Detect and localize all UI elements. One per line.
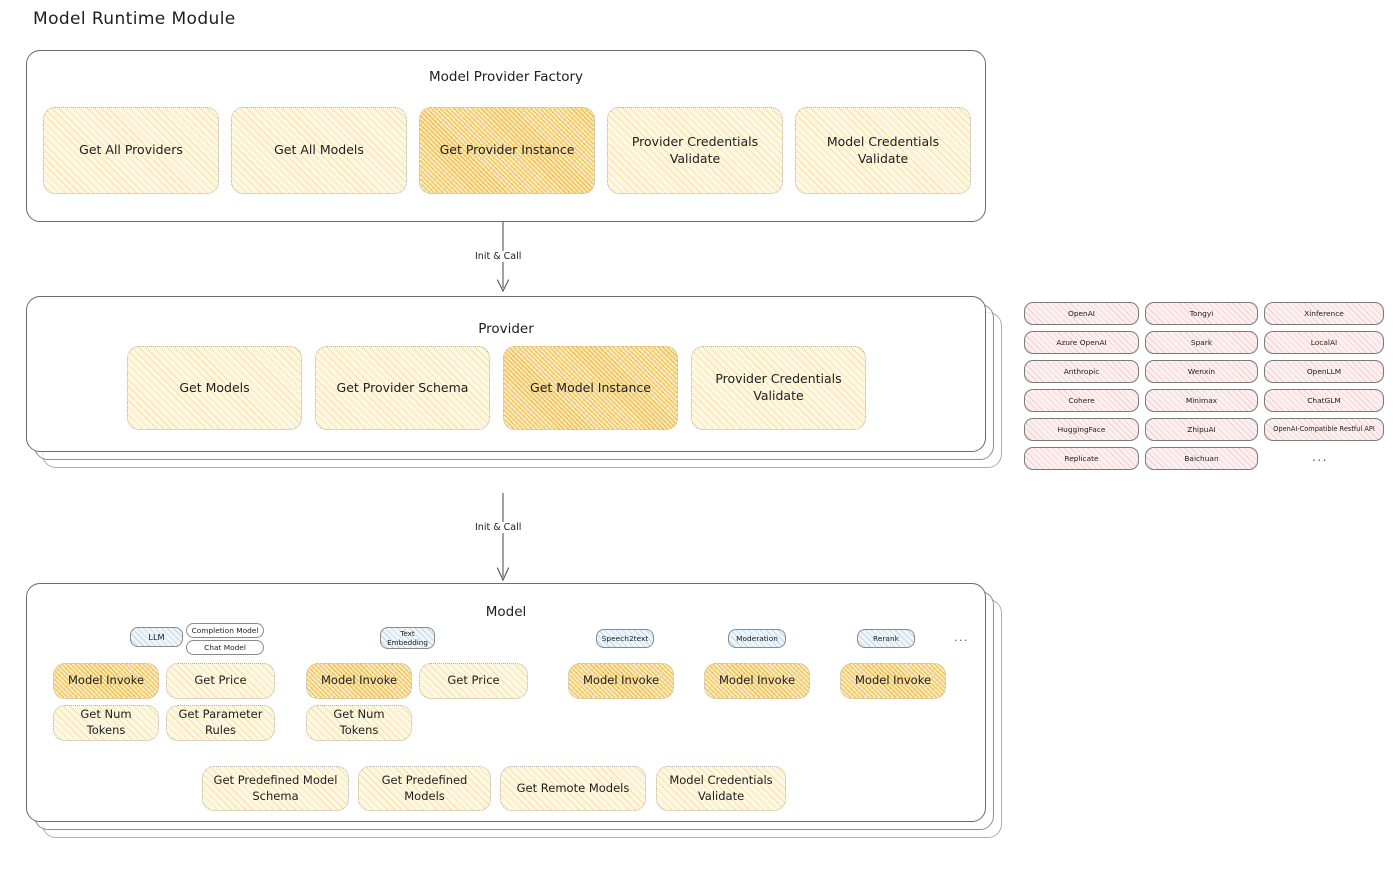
provider-node-get-models[interactable]: Get Models <box>127 346 302 430</box>
provider-list-more: ... <box>1312 450 1328 464</box>
model-method-rerank-model-invoke[interactable]: Model Invoke <box>840 663 946 699</box>
model-title: Model <box>485 604 527 620</box>
provider-chip-spark[interactable]: Spark <box>1145 331 1258 354</box>
provider-chip-openllm[interactable]: OpenLLM <box>1264 360 1384 383</box>
model-type-chip-text-embedding[interactable]: Text Embedding <box>380 627 435 649</box>
model-method-speech2text-model-invoke[interactable]: Model Invoke <box>568 663 674 699</box>
provider-section: Provider Get Models Get Provider Schema … <box>26 296 1011 481</box>
model-types-more: ... <box>954 631 969 644</box>
provider-chip-xinference[interactable]: Xinference <box>1264 302 1384 325</box>
provider-chip-replicate[interactable]: Replicate <box>1024 447 1139 470</box>
provider-chip-cohere[interactable]: Cohere <box>1024 389 1139 412</box>
provider-chip-azure-openai[interactable]: Azure OpenAI <box>1024 331 1139 354</box>
model-method-llm-model-invoke[interactable]: Model Invoke <box>53 663 159 699</box>
factory-node-get-provider-instance[interactable]: Get Provider Instance <box>419 107 595 194</box>
page-title: Model Runtime Module <box>33 9 236 29</box>
provider-chip-openai-compatible-restful-api[interactable]: OpenAI-Compatible Restful API <box>1264 418 1384 441</box>
model-method-text-embedding-get-price[interactable]: Get Price <box>419 663 528 699</box>
model-common-method-get-predefined-models[interactable]: Get Predefined Models <box>358 766 491 811</box>
factory-title: Model Provider Factory <box>428 69 583 85</box>
provider-title: Provider <box>478 321 534 337</box>
factory-node-get-all-providers[interactable]: Get All Providers <box>43 107 219 194</box>
model-method-llm-get-parameter-rules[interactable]: Get Parameter Rules <box>166 705 275 741</box>
arrow-provider-to-model <box>488 493 518 585</box>
provider-node-get-model-instance[interactable]: Get Model Instance <box>503 346 678 430</box>
model-common-method-get-predefined-model-schema[interactable]: Get Predefined Model Schema <box>202 766 349 811</box>
factory-node-model-credentials-validate[interactable]: Model Credentials Validate <box>795 107 971 194</box>
provider-node-provider-credentials-validate[interactable]: Provider Credentials Validate <box>691 346 866 430</box>
provider-chip-zhipuai[interactable]: ZhipuAI <box>1145 418 1258 441</box>
provider-chip-tongyi[interactable]: Tongyi <box>1145 302 1258 325</box>
model-method-text-embedding-model-invoke[interactable]: Model Invoke <box>306 663 412 699</box>
model-subtype-chip-chat-model[interactable]: Chat Model <box>186 640 264 655</box>
model-method-text-embedding-get-num-tokens[interactable]: Get Num Tokens <box>306 705 412 741</box>
provider-chip-anthropic[interactable]: Anthropic <box>1024 360 1139 383</box>
provider-chip-wenxin[interactable]: Wenxin <box>1145 360 1258 383</box>
provider-chip-chatglm[interactable]: ChatGLM <box>1264 389 1384 412</box>
provider-chip-huggingface[interactable]: HuggingFace <box>1024 418 1139 441</box>
factory-node-get-all-models[interactable]: Get All Models <box>231 107 407 194</box>
model-provider-factory-section: Model Provider Factory Get All Providers… <box>26 50 986 222</box>
model-method-llm-get-num-tokens[interactable]: Get Num Tokens <box>53 705 159 741</box>
model-type-chip-speech2text[interactable]: Speech2text <box>596 629 654 648</box>
model-subtype-chip-completion-model[interactable]: Completion Model <box>186 623 264 638</box>
provider-chip-openai[interactable]: OpenAI <box>1024 302 1139 325</box>
factory-node-provider-credentials-validate[interactable]: Provider Credentials Validate <box>607 107 783 194</box>
model-type-chip-moderation[interactable]: Moderation <box>728 629 786 648</box>
model-type-chip-rerank[interactable]: Rerank <box>857 629 915 648</box>
model-type-chip-llm[interactable]: LLM <box>130 627 183 647</box>
model-method-llm-get-price[interactable]: Get Price <box>166 663 275 699</box>
provider-chip-minimax[interactable]: Minimax <box>1145 389 1258 412</box>
arrow-label-init-call-2: Init & Call <box>471 522 526 533</box>
provider-list: OpenAI Azure OpenAI Anthropic Cohere Hug… <box>1024 300 1384 475</box>
arrow-label-init-call-1: Init & Call <box>471 251 526 262</box>
provider-chip-baichuan[interactable]: Baichuan <box>1145 447 1258 470</box>
model-section: Model LLM Completion Model Chat Model Mo… <box>26 583 1011 853</box>
provider-chip-localai[interactable]: LocalAI <box>1264 331 1384 354</box>
provider-node-get-provider-schema[interactable]: Get Provider Schema <box>315 346 490 430</box>
model-common-method-get-remote-models[interactable]: Get Remote Models <box>500 766 646 811</box>
model-method-moderation-model-invoke[interactable]: Model Invoke <box>704 663 810 699</box>
model-common-method-model-credentials-validate[interactable]: Model Credentials Validate <box>656 766 786 811</box>
